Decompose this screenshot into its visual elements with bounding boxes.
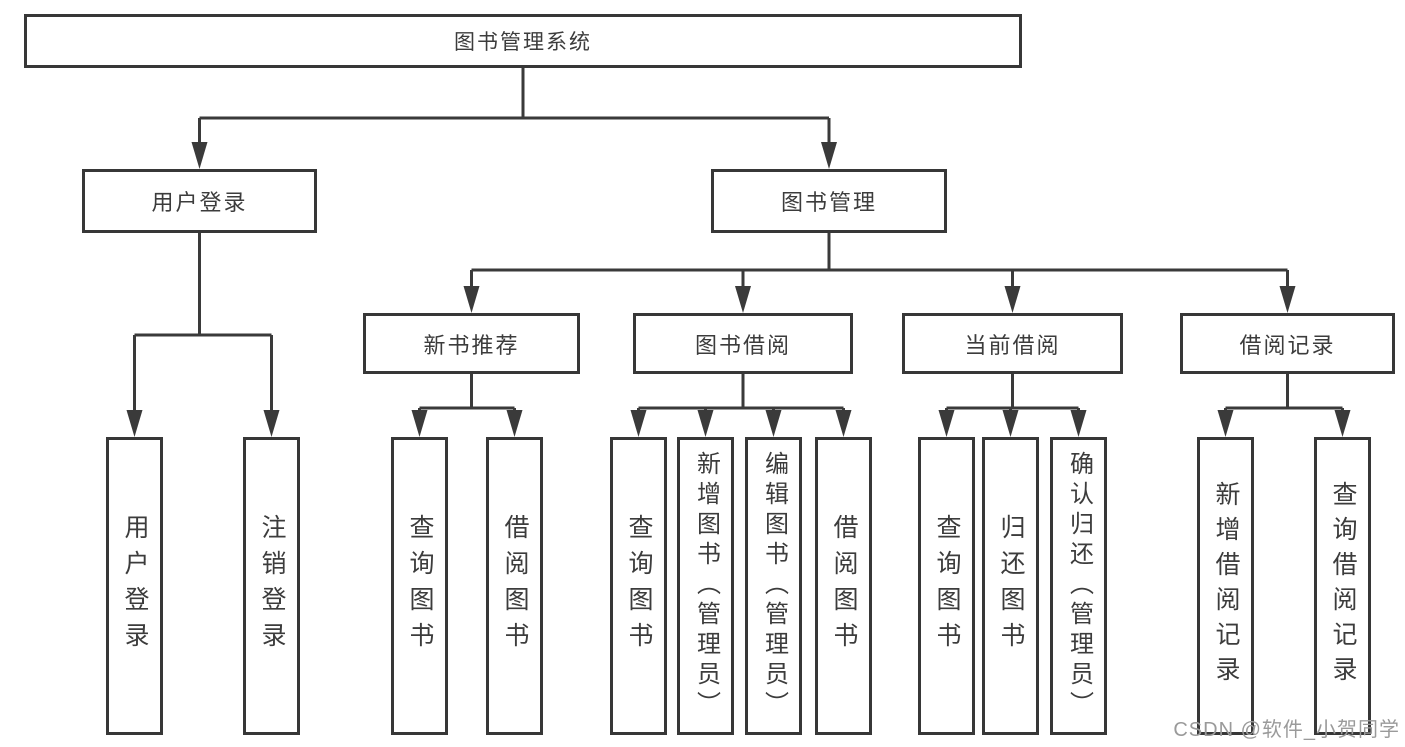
node-book-management: 图书管理 (711, 169, 947, 233)
node-borrow-records: 借阅记录 (1180, 313, 1395, 374)
leaf-borrow-books-recommend: 借阅图书 (486, 437, 543, 735)
leaf-borrow-books: 借阅图书 (815, 437, 872, 735)
node-label: 当前借阅 (964, 332, 1061, 358)
leaf-label: 注销登录 (258, 514, 286, 658)
node-current-borrow: 当前借阅 (902, 313, 1123, 374)
leaf-label: 确认归还（管理员） (1065, 451, 1093, 721)
leaf-label: 借阅图书 (830, 514, 858, 658)
node-label: 图书管理 (780, 190, 877, 215)
leaf-logout: 注销登录 (243, 437, 300, 735)
tree-edges (133, 68, 1344, 414)
leaf-label: 查询图书 (625, 514, 653, 658)
leaf-label: 用户登录 (121, 514, 149, 658)
arrowheads (126, 142, 1351, 437)
leaf-label: 编辑图书（管理员） (760, 451, 788, 721)
leaf-label: 借阅图书 (501, 514, 529, 658)
node-label: 借阅记录 (1239, 332, 1336, 358)
leaf-label: 查询图书 (933, 514, 961, 658)
leaf-query-borrow-record: 查询借阅记录 (1314, 437, 1371, 735)
node-user-login: 用户登录 (82, 169, 317, 233)
node-label: 新书推荐 (423, 332, 520, 358)
leaf-return-books: 归还图书 (982, 437, 1039, 735)
leaf-label: 查询图书 (406, 514, 434, 658)
leaf-label: 查询借阅记录 (1329, 481, 1357, 691)
leaf-edit-books-admin: 编辑图书（管理员） (745, 437, 802, 735)
node-library-management-system: 图书管理系统 (24, 14, 1022, 68)
node-book-borrow: 图书借阅 (633, 313, 853, 374)
leaf-query-books-borrow: 查询图书 (610, 437, 667, 735)
leaf-label: 新增借阅记录 (1212, 481, 1240, 691)
leaf-add-borrow-record: 新增借阅记录 (1197, 437, 1254, 735)
leaf-query-books-current: 查询图书 (918, 437, 975, 735)
node-label: 用户登录 (151, 190, 248, 215)
node-new-book-recommend: 新书推荐 (363, 313, 580, 374)
node-label: 图书借阅 (694, 332, 791, 358)
leaf-user-login: 用户登录 (106, 437, 163, 735)
leaf-query-books-recommend: 查询图书 (391, 437, 448, 735)
leaf-label: 归还图书 (997, 514, 1025, 658)
leaf-label: 新增图书（管理员） (692, 451, 720, 721)
node-label: 图书管理系统 (454, 31, 592, 54)
leaf-confirm-return-admin: 确认归还（管理员） (1050, 437, 1107, 735)
leaf-add-books-admin: 新增图书（管理员） (677, 437, 734, 735)
csdn-watermark: CSDN @软件_小贺同学 (1173, 719, 1400, 741)
